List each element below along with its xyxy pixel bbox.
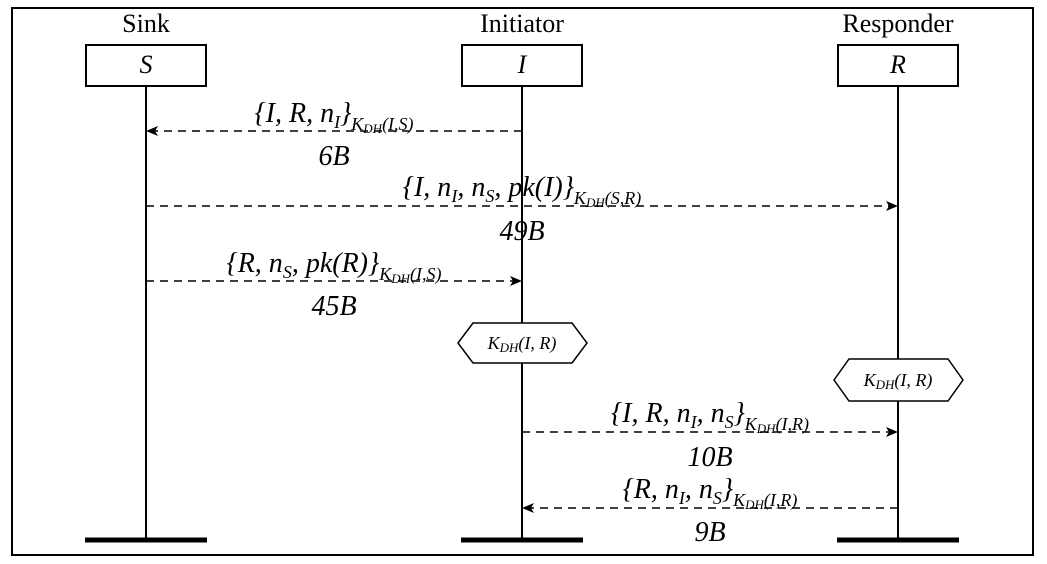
message-label-5: {R, nI, nS}KDH(I,R) [623,474,798,512]
message-size-4: 10B [687,442,732,473]
message-label-3: {R, nS, pk(R)}KDH(I,S) [227,248,442,286]
diagram-frame [11,7,1034,556]
actor-box-initiator [461,44,583,87]
actor-role-initiator: Initiator [480,9,564,38]
message-label-2: {I, nI, nS, pk(I)}KDH(S,R) [403,172,641,210]
actor-symbol-sink: S [140,50,153,79]
message-size-2: 49B [499,216,544,247]
message-size-3: 45B [311,291,356,322]
key-event-responder [833,358,964,402]
actor-box-sink [85,44,207,87]
actor-symbol-responder: R [889,50,906,79]
actor-role-sink: Sink [122,9,170,38]
actor-role-responder: Responder [842,9,954,38]
message-label-1: {I, R, nI}KDH(I,S) [254,98,413,136]
message-label-4: {I, R, nI, nS}KDH(I,R) [611,398,809,436]
actor-symbol-initiator: I [517,50,528,79]
key-event-label-initiator: KDH(I, R) [487,333,557,355]
message-size-5: 9B [694,517,725,548]
actor-box-responder [837,44,959,87]
key-event-initiator [457,322,588,364]
key-event-label-responder: KDH(I, R) [863,370,933,392]
message-size-1: 6B [318,141,349,172]
